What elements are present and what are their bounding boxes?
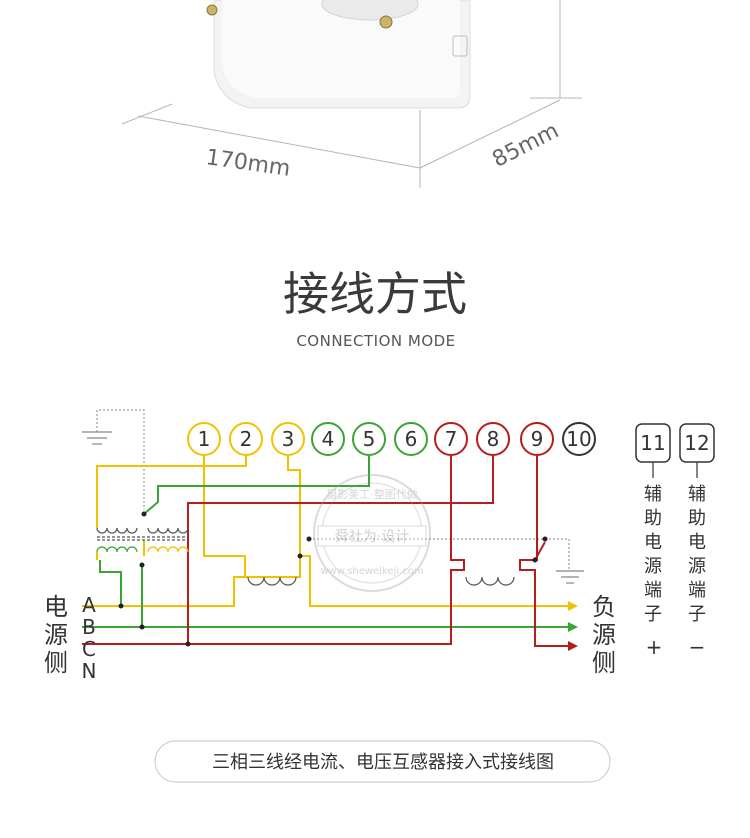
depth-dimension-label: 85mm bbox=[489, 118, 563, 172]
terminal-label: 8 bbox=[487, 427, 500, 451]
current-transformers bbox=[247, 576, 515, 586]
ground-wires bbox=[96, 409, 570, 571]
source-side-label: 电 源 侧 bbox=[44, 593, 68, 677]
svg-text:辅: 辅 bbox=[644, 484, 662, 505]
svg-text:源: 源 bbox=[688, 556, 706, 577]
meter-photo bbox=[206, 0, 471, 109]
svg-text:摄影美工·整图代做: 摄影美工·整图代做 bbox=[326, 487, 418, 501]
terminal-5 bbox=[352, 422, 386, 456]
svg-text:源: 源 bbox=[44, 621, 68, 649]
terminal-1 bbox=[187, 422, 221, 456]
arrow-c-icon bbox=[568, 641, 578, 651]
svg-text:端: 端 bbox=[644, 580, 662, 601]
dimension-lines bbox=[121, 0, 582, 188]
svg-text:源: 源 bbox=[592, 621, 616, 649]
svg-text:辅: 辅 bbox=[688, 484, 706, 505]
terminal-2 bbox=[229, 422, 263, 456]
svg-text:电: 电 bbox=[644, 532, 662, 553]
aux-plus-sign: + bbox=[646, 635, 663, 659]
terminal-label: 7 bbox=[445, 427, 458, 451]
junction-dots bbox=[118, 511, 548, 647]
svg-text:舜社为·设计: 舜社为·设计 bbox=[335, 529, 409, 545]
svg-text:C: C bbox=[82, 637, 96, 661]
screw-right-icon bbox=[379, 15, 393, 29]
terminal-label: 10 bbox=[566, 427, 591, 451]
terminal-label: 5 bbox=[363, 427, 376, 451]
voltage-transformers bbox=[96, 527, 189, 553]
aux-terminal-block: 11 12 辅 助 电 源 端 子 辅 助 电 源 端 子 + − bbox=[635, 423, 715, 659]
arrow-b-icon bbox=[568, 622, 578, 632]
ground-symbol-right bbox=[556, 570, 584, 584]
section-title: 接线方式 bbox=[283, 267, 467, 321]
diagram-caption: 三相三线经电流、电压互感器接入式接线图 bbox=[212, 752, 554, 773]
terminal-7 bbox=[434, 422, 468, 456]
svg-text:助: 助 bbox=[688, 508, 706, 529]
watermark-stamp: 摄影美工·整图代做 舜社为·设计 www.sheweikeji.com bbox=[313, 474, 431, 592]
aux-terminal-label: 12 bbox=[684, 431, 709, 455]
aux-label-right: 辅 助 电 源 端 子 bbox=[688, 484, 706, 625]
svg-text:N: N bbox=[82, 659, 97, 683]
terminal-label: 6 bbox=[405, 427, 418, 451]
svg-text:A: A bbox=[82, 593, 96, 617]
load-side-label: 负 源 侧 bbox=[592, 593, 616, 677]
terminal-9 bbox=[520, 422, 554, 456]
svg-text:助: 助 bbox=[644, 508, 662, 529]
aux-label-left: 辅 助 电 源 端 子 bbox=[644, 484, 662, 625]
terminal-label: 3 bbox=[282, 427, 295, 451]
svg-text:源: 源 bbox=[644, 556, 662, 577]
arrow-a-icon bbox=[568, 601, 578, 611]
terminal-6 bbox=[394, 422, 428, 456]
aux-terminal-label: 11 bbox=[640, 431, 665, 455]
section-subtitle: CONNECTION MODE bbox=[296, 332, 455, 350]
terminal-label: 4 bbox=[322, 427, 335, 451]
terminal-3 bbox=[271, 422, 305, 456]
aux-minus-sign: − bbox=[689, 635, 706, 659]
caption-pill bbox=[154, 740, 611, 783]
terminal-10 bbox=[562, 422, 596, 456]
terminal-block: 1 2 3 4 5 6 7 8 9 10 bbox=[187, 422, 596, 456]
wires-phase-c bbox=[82, 456, 570, 647]
terminal-label: 1 bbox=[198, 427, 211, 451]
terminal-label: 2 bbox=[240, 427, 253, 451]
svg-text:侧: 侧 bbox=[592, 649, 616, 677]
svg-text:电: 电 bbox=[44, 593, 68, 621]
svg-text:www.sheweikeji.com: www.sheweikeji.com bbox=[320, 566, 423, 577]
width-dimension-label: 170mm bbox=[204, 145, 292, 182]
svg-text:端: 端 bbox=[688, 580, 706, 601]
svg-text:电: 电 bbox=[688, 532, 706, 553]
svg-text:B: B bbox=[82, 615, 96, 639]
terminal-8 bbox=[476, 422, 510, 456]
wires-phase-b bbox=[82, 456, 570, 628]
ground-symbol-left bbox=[82, 431, 112, 445]
terminal-4 bbox=[311, 422, 345, 456]
wires-phase-a bbox=[82, 456, 570, 607]
svg-text:侧: 侧 bbox=[44, 649, 68, 677]
svg-text:子: 子 bbox=[688, 604, 706, 625]
svg-text:负: 负 bbox=[592, 593, 616, 621]
screw-left-icon bbox=[206, 4, 218, 16]
svg-text:子: 子 bbox=[644, 604, 662, 625]
phase-labels: A B C N bbox=[82, 593, 97, 683]
terminal-label: 9 bbox=[531, 427, 544, 451]
